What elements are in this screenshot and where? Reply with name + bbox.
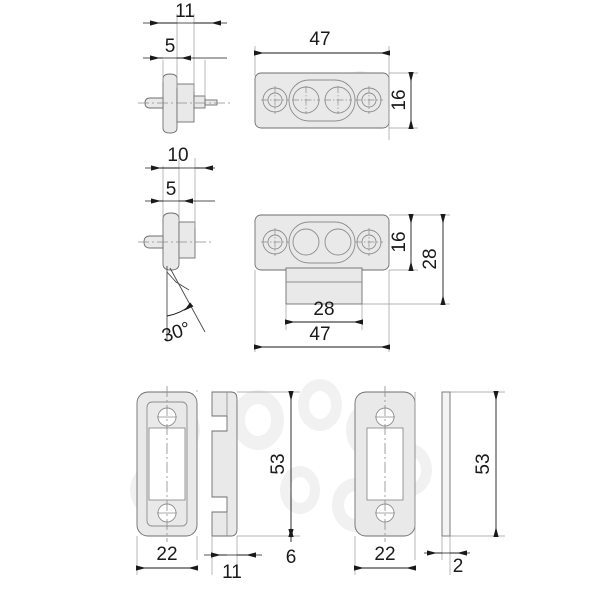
dimension-label-28-vertical: 28 (420, 248, 441, 269)
dimension-label-11-top: 11 (175, 1, 195, 22)
dimension-label-22-right: 22 (374, 544, 395, 565)
dimension-label-5-top: 5 (165, 36, 176, 57)
dimension-label-16-top: 16 (389, 89, 410, 110)
dimension-label-30-degrees: 30° (159, 318, 193, 347)
view-bottom-right-strike: 53 22 2 (354, 386, 505, 577)
dimension-10-mid: 10 (145, 145, 215, 171)
plate-body-top (254, 72, 390, 129)
view-middle-right-plate: 16 28 28 47 (254, 214, 450, 352)
keeper-front-plate (136, 386, 198, 542)
dimension-label-2: 2 (453, 556, 464, 577)
view-middle-left-angled: 10 5 30° (138, 145, 215, 347)
dimension-53-right: 53 (473, 391, 499, 537)
dimension-label-53-right: 53 (473, 453, 494, 474)
pin-body (144, 73, 218, 134)
dimension-53-left: 53 (268, 391, 294, 537)
dimension-label-22-left: 22 (156, 544, 177, 565)
dimension-label-10-mid: 10 (167, 145, 188, 166)
angle-leader-lines: 30° (159, 266, 206, 347)
dimension-label-47-mid: 47 (309, 324, 330, 345)
view-top-right-plate: 47 16 (254, 29, 418, 140)
dimension-47-top: 47 (254, 29, 390, 56)
dimension-6: 6 (286, 529, 297, 568)
dimension-label-28-horizontal: 28 (313, 299, 334, 320)
dimension-5-mid: 5 (145, 179, 215, 204)
dimension-label-16-mid: 16 (389, 231, 410, 252)
keeper-side-profile (211, 391, 238, 537)
dimension-28-vertical: 28 (420, 214, 446, 305)
dimension-2: 2 (424, 550, 470, 577)
dimension-label-11-bottom: 11 (222, 562, 242, 583)
plate-body-mid (254, 214, 390, 305)
view-bottom-left-keeper: 53 22 6 11 (136, 386, 300, 583)
dimension-5-top: 5 (143, 36, 227, 61)
strike-side-profile (441, 391, 451, 537)
dimension-22-right: 22 (354, 544, 416, 571)
dimension-label-47-top: 47 (309, 29, 330, 50)
dimension-label-53-left: 53 (268, 453, 289, 474)
dimension-47-mid: 47 (254, 324, 390, 350)
strike-front-plate (354, 386, 416, 542)
plate-extension-lines-mid (254, 214, 450, 352)
dimension-28-horizontal: 28 (285, 299, 363, 325)
angled-body (143, 212, 196, 271)
dimension-16-top: 16 (389, 72, 414, 129)
dimension-label-5-mid: 5 (166, 179, 177, 200)
dimension-11-bottom: 11 (204, 552, 262, 583)
dimension-11-top: 11 (143, 1, 227, 26)
pin-extension-lines (162, 14, 206, 98)
dimension-16-mid: 16 (389, 214, 414, 271)
angled-extension-lines (162, 158, 196, 228)
dimension-label-6: 6 (286, 547, 297, 568)
view-top-left-pin: 11 5 (138, 1, 232, 134)
dimension-22-left: 22 (136, 544, 198, 571)
